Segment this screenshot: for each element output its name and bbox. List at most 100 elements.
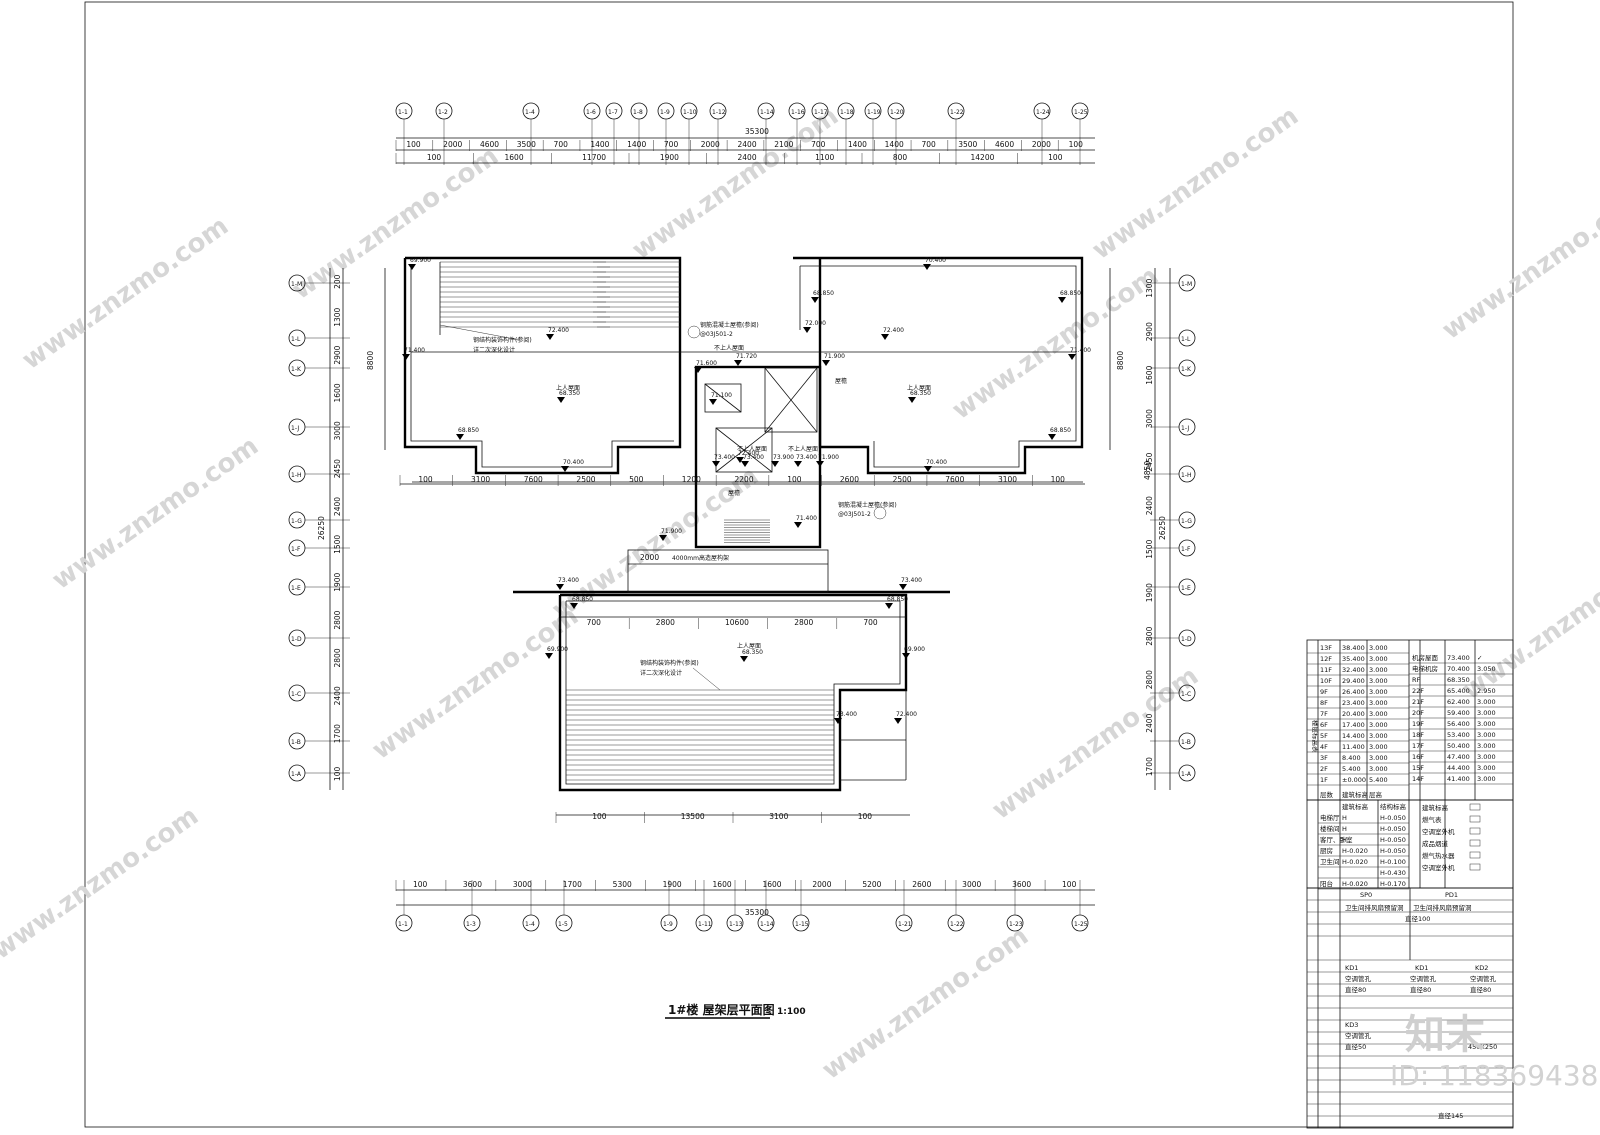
grid-label-left: 1-D	[291, 636, 302, 643]
level-value: 68.350	[742, 649, 763, 656]
grid-label-top: 1-24	[1036, 109, 1050, 116]
dim-4850-right: 4850	[1143, 461, 1152, 480]
floor-name: 2F	[1320, 765, 1328, 773]
level-triangle	[811, 297, 819, 303]
kd-2: KD1	[1415, 964, 1428, 972]
grid-label-bottom: 1-13	[729, 921, 743, 928]
kd-use-3: 空调管孔	[1470, 974, 1497, 983]
legend-room: 电梯厅	[1320, 813, 1340, 822]
floor-level-r: 62.400	[1447, 698, 1470, 706]
watermark-text: www.znzmo.com	[17, 211, 234, 376]
grid-label-top: 1-16	[791, 109, 805, 116]
dim-bottom: 1600	[713, 880, 732, 889]
level-triangle	[834, 718, 842, 724]
level-triangle	[734, 360, 742, 366]
grid-label-bottom: 1-5	[558, 921, 568, 928]
level-triangle	[570, 603, 578, 609]
level-value: 71.720	[736, 353, 757, 360]
dim-left: 1700	[333, 724, 342, 743]
level-triangle	[794, 522, 802, 528]
level-value: 71.900	[818, 454, 839, 461]
grid-label-left: 1-E	[291, 585, 301, 592]
drawing-scale: 1:100	[777, 1007, 806, 1017]
drawing-title-block: 1#楼 屋架层平面图 1:100	[665, 1002, 806, 1019]
win-a-use: 卫生间排风扇预留洞	[1345, 903, 1404, 912]
upper-building	[403, 256, 1084, 549]
dim-bottom: 5200	[862, 880, 881, 889]
level-triangle	[1048, 434, 1056, 440]
level-triangle	[816, 461, 824, 467]
kd-use-4: 空调管孔	[1345, 1031, 1372, 1040]
floor-height-r: 3.000	[1477, 720, 1496, 728]
dim-bottom: 3000	[962, 880, 981, 889]
grid-label-bottom: 1-25	[1074, 921, 1088, 928]
dim-right: 2450	[1145, 452, 1154, 471]
grid-label-left: 1-M	[291, 281, 302, 288]
dim-top-1: 2400	[738, 140, 757, 149]
grid-label-top: 1-19	[867, 109, 881, 116]
grid-label-bottom: 1-21	[898, 921, 912, 928]
kd-4: KD3	[1345, 1021, 1358, 1029]
dim-top-1: 2000	[701, 140, 720, 149]
secondary-note-1: 详二次深化设计	[473, 346, 515, 354]
level-triangle	[902, 653, 910, 659]
dim-top-2: 14200	[971, 153, 995, 162]
level-value: 73.400	[836, 711, 857, 718]
level-triangle	[557, 397, 565, 403]
dim-left: 2400	[333, 497, 342, 516]
floor-name: 1F	[1320, 776, 1328, 784]
grid-label-bottom: 1-1	[398, 921, 408, 928]
grid-label-right: 1-D	[1181, 636, 1192, 643]
legend-room: 厨房	[1320, 846, 1333, 855]
floor-level-r: 70.400	[1447, 665, 1470, 673]
dim-mid: 100	[1051, 475, 1066, 484]
floor-level: 8.400	[1342, 754, 1361, 762]
grid-label-bottom: 1-23	[1009, 921, 1023, 928]
grid-label-top: 1-20	[890, 109, 904, 116]
dim-lower-inner: 10600	[725, 618, 749, 627]
bottom-size: 直径145	[1438, 1111, 1463, 1120]
floor-level: ±0.000	[1342, 776, 1366, 784]
grid-label-top: 1-9	[660, 109, 670, 116]
dim-top-1: 1400	[848, 140, 867, 149]
level-triangle	[885, 603, 893, 609]
floor-level: 29.400	[1342, 677, 1365, 685]
level-value: 68.850	[1060, 290, 1081, 297]
legend-room: 楼梯间	[1320, 824, 1340, 833]
legend-struct: H-0.050	[1380, 825, 1406, 833]
dim-right: 2900	[1145, 322, 1154, 341]
grid-label-right: 1-A	[1181, 771, 1192, 778]
grid-label-right: 1-K	[1181, 366, 1192, 373]
floor-name-r: 14F	[1412, 775, 1424, 783]
grid-label-bottom: 1-4	[525, 921, 535, 928]
floor-level-r: 56.400	[1447, 720, 1470, 728]
dim-top-1: 3500	[517, 140, 536, 149]
floor-name-r: 18F	[1412, 731, 1424, 739]
dim-mid: 2600	[840, 475, 859, 484]
grid-label-left: 1-C	[291, 691, 301, 698]
legend-symbol: 空调室外机	[1422, 827, 1455, 836]
floor-name: 9F	[1320, 688, 1328, 696]
last-size: 450X250	[1468, 1043, 1497, 1051]
legend-room: 卫生间	[1320, 857, 1340, 866]
grid-left: 1-M1-L1-K1-J1-H1-G1-F1-E1-D1-C1-B1-A	[288, 274, 350, 782]
dim-stair-2000: 2000	[640, 553, 659, 562]
floor-height: 3.000	[1369, 765, 1388, 773]
floor-height-r: 3.000	[1477, 742, 1496, 750]
level-triangle	[736, 457, 744, 463]
level-triangle	[894, 718, 902, 724]
floor-side-label: 楼层标高表	[1311, 720, 1320, 753]
dim-bottom: 3600	[463, 880, 482, 889]
dim-top-1: 100	[406, 140, 421, 149]
legend-room: 客厅、卧室	[1320, 835, 1353, 844]
legend-symbol-mark	[1469, 863, 1481, 871]
brand-watermark: 知末 ID: 1183694382	[1390, 1012, 1600, 1092]
level-value: 69.900	[547, 646, 568, 653]
floor-height: 3.000	[1369, 644, 1388, 652]
dim-26250-left: 26250	[317, 516, 326, 540]
watermark-text: www.znzmo.com	[47, 431, 264, 596]
dim-mid: 500	[629, 475, 644, 484]
